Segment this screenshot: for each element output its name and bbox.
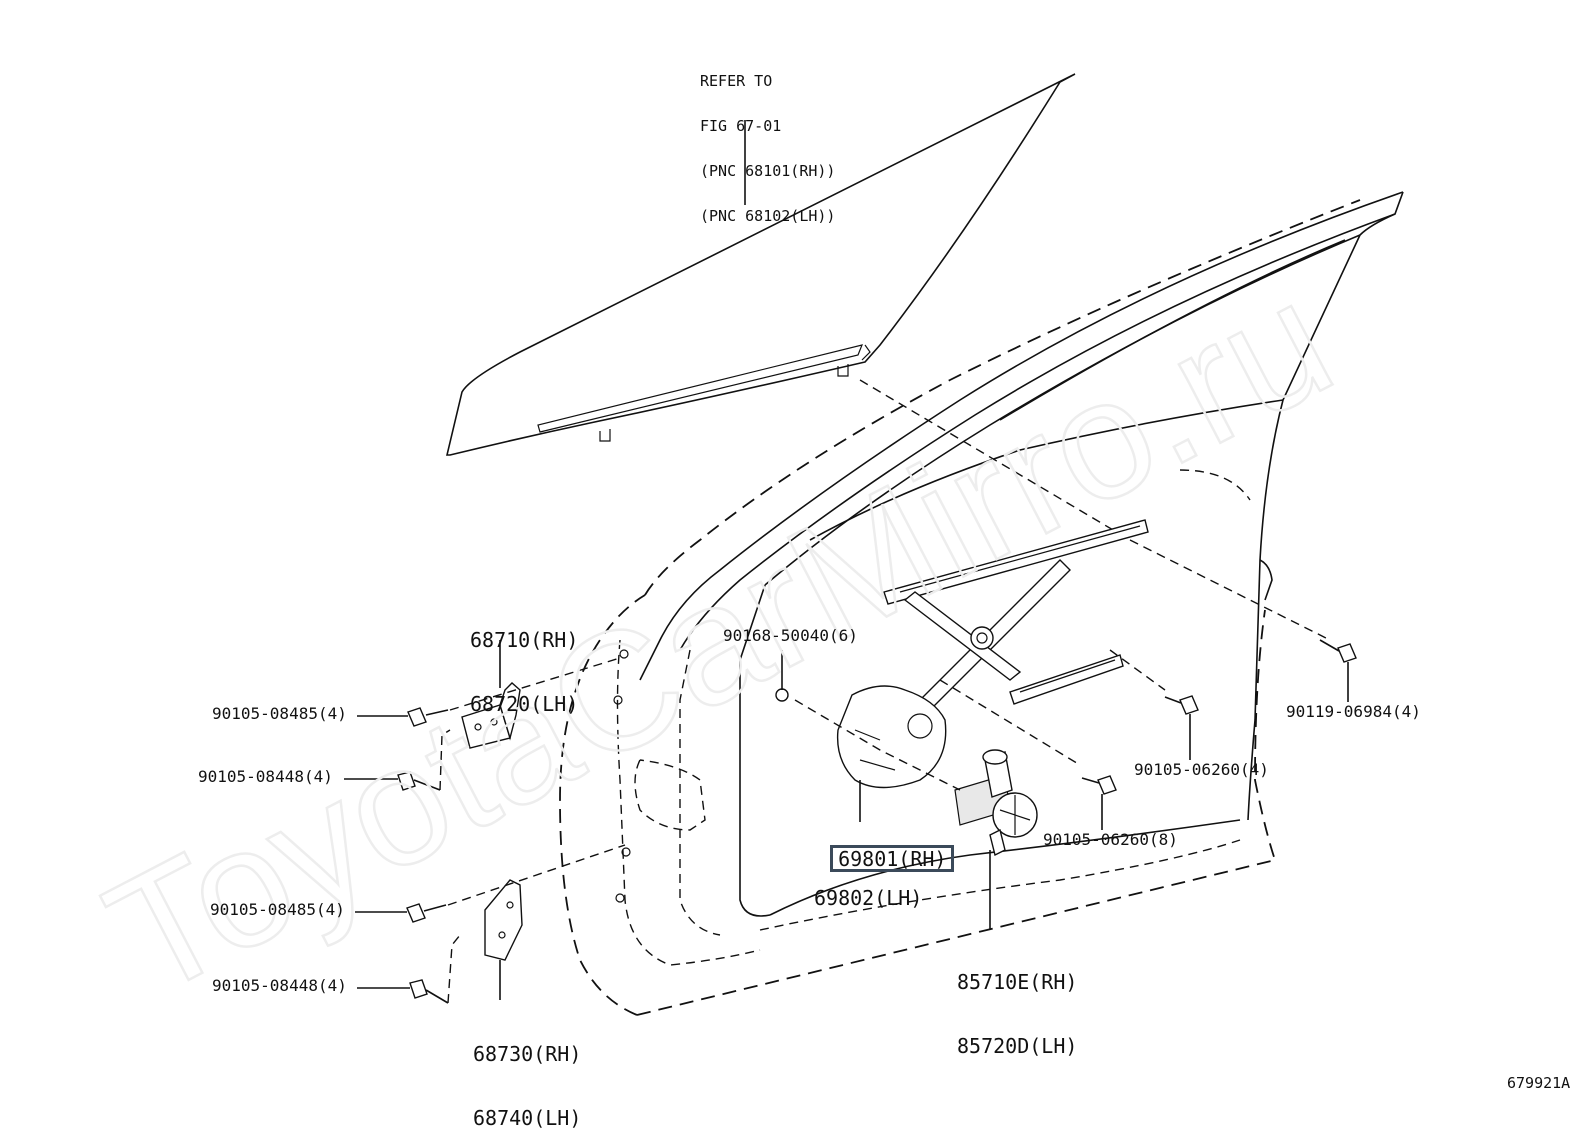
upper-hinge-part-numbers: 68710(RH) 68720(LH) [470, 590, 578, 734]
bolts [397, 639, 1357, 1004]
door-panel-outline [559, 199, 1361, 1016]
glass-link-dash [859, 379, 1131, 541]
bolt-upper-2-label: 90105-08448(4) [198, 767, 333, 786]
regulator-part-numbers: 69801(RH) 69802(LH) [814, 825, 955, 928]
upper-hinge-rh: 68710(RH) [470, 628, 579, 652]
motor-rh: 85710E(RH) [957, 970, 1078, 994]
hinge-holes [613, 649, 631, 903]
bolt-06984-label: 90119-06984(4) [1286, 702, 1421, 721]
lower-hinge-part-numbers: 68730(RH) 68740(LH) [473, 1004, 581, 1148]
regulator-rh-highlighted: 69801(RH) [830, 845, 955, 872]
lower-hinge-lh: 68740(LH) [473, 1106, 582, 1130]
glass-ref-line-4: (PNC 68102(LH)) [700, 207, 836, 225]
door-glass [445, 73, 1076, 456]
glass-ref-line-3: (PNC 68101(RH)) [700, 162, 836, 180]
motor-part-numbers: 85710E(RH) 85720D(LH) [957, 932, 1077, 1076]
bolt-lower-1-label: 90105-08485(4) [210, 900, 345, 919]
window-regulator [836, 519, 1149, 789]
lower-hinge [484, 879, 523, 961]
window-motor [954, 749, 1038, 857]
motor-lh: 85720D(LH) [957, 1034, 1078, 1058]
door-diagram [344, 73, 1404, 1016]
regulator-screw-label: 90168-50040(6) [723, 626, 858, 645]
bolt-06260-4-label: 90105-06260(4) [1134, 760, 1269, 779]
bolt-06984-dash [1129, 539, 1331, 641]
glass-reference: REFER TO FIG 67-01 (PNC 68101(RH)) (PNC … [700, 44, 835, 239]
glass-ref-line-2: FIG 67-01 [700, 117, 782, 135]
lower-hinge-rh: 68730(RH) [473, 1042, 582, 1066]
regulator-lh: 69802(LH) [814, 886, 923, 910]
door-frame [639, 191, 1404, 917]
glass-ref-line-1: REFER TO [700, 72, 773, 90]
bolt-dashes [439, 649, 1166, 1004]
leader-lines [344, 640, 1349, 1000]
bolt-06260-8-label: 90105-06260(8) [1043, 830, 1178, 849]
bolt-upper-1-label: 90105-08485(4) [212, 704, 347, 723]
upper-hinge [461, 682, 521, 749]
figure-id: 679921A [1507, 1074, 1571, 1092]
upper-hinge-lh: 68720(LH) [470, 692, 579, 716]
bolt-lower-2-label: 90105-08448(4) [212, 976, 347, 995]
